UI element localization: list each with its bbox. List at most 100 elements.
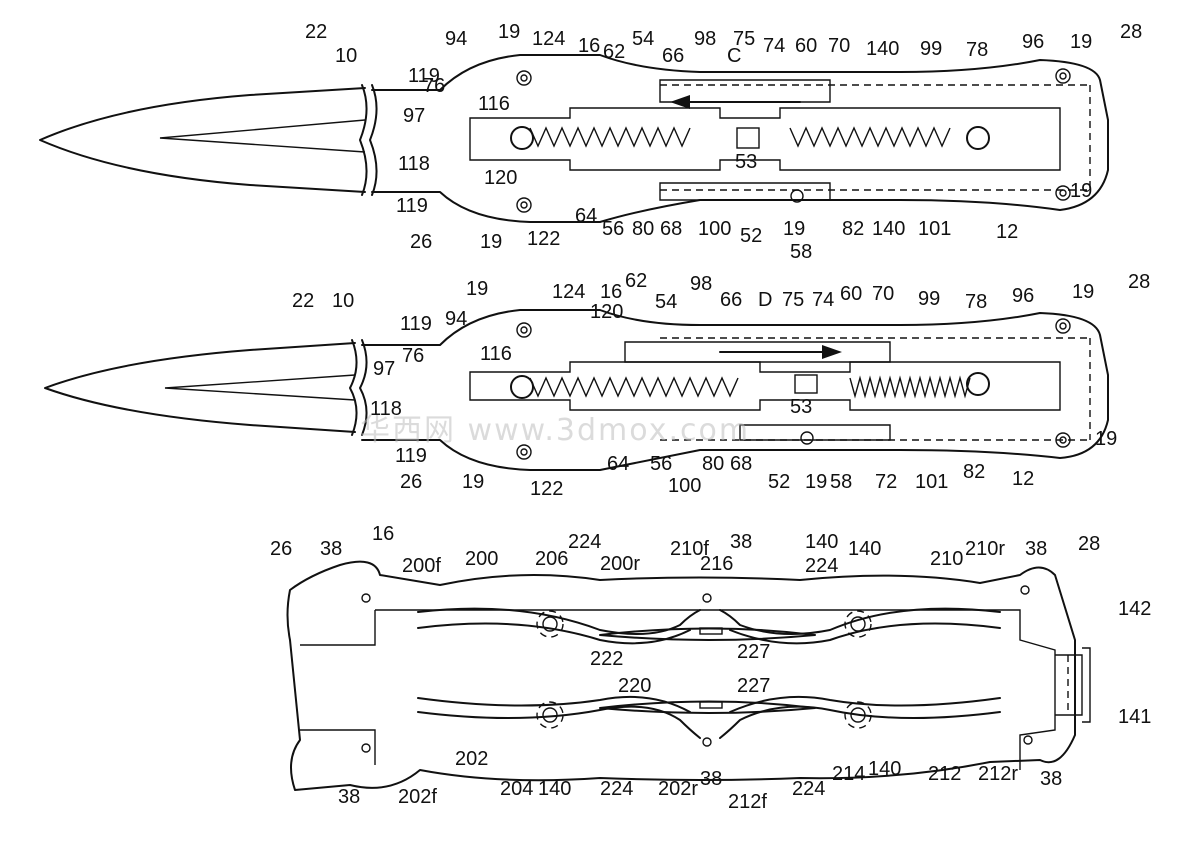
figure3-reference-numeral: 200r	[600, 553, 640, 575]
figure1-reference-numeral: 80	[632, 218, 654, 240]
figure3-reference-numeral: 224	[805, 555, 838, 577]
figure2-reference-numeral: 75	[782, 289, 804, 311]
figure3-reference-numeral: 220	[618, 675, 651, 697]
figure1-reference-numeral: 62	[603, 41, 625, 63]
figure1-reference-numeral: 101	[918, 218, 951, 240]
figure2-reference-numeral: 119	[395, 445, 427, 467]
figure3-reference-numeral: 227	[737, 675, 770, 697]
figure1-reference-numeral: 54	[632, 28, 654, 50]
figure1-reference-numeral: 140	[866, 38, 899, 60]
figure2-reference-numeral: 124	[552, 281, 585, 303]
figure2-reference-numeral: D	[758, 289, 772, 311]
figure3-reference-numeral: 202r	[658, 778, 698, 800]
figure2-reference-numeral: 70	[872, 283, 894, 305]
figure1-reference-numeral: 118	[398, 153, 430, 175]
figure3-reference-numeral: 224	[568, 531, 601, 553]
figure3-reference-numeral: 142	[1118, 598, 1151, 620]
figure1-reference-numeral: 52	[740, 225, 762, 247]
figure1-reference-numeral: 99	[920, 38, 942, 60]
figure2-reference-numeral: 82	[963, 461, 985, 483]
figure3-reference-numeral: 212	[928, 763, 961, 785]
figure-2-knife-extended-view	[44, 309, 1109, 471]
figure1-reference-numeral: 19	[498, 21, 520, 43]
figure3-reference-numeral: 216	[700, 553, 733, 575]
figure-1-knife-top-view	[39, 54, 1109, 223]
figure3-reference-numeral: 212r	[978, 763, 1018, 785]
figure1-reference-numeral: 74	[763, 35, 785, 57]
figure1-reference-numeral: 140	[872, 218, 905, 240]
figure2-reference-numeral: 58	[830, 471, 852, 493]
figure1-reference-numeral: 116	[478, 93, 510, 115]
figure2-reference-numeral: 119	[400, 313, 432, 335]
figure2-reference-numeral: 78	[965, 291, 987, 313]
figure2-reference-numeral: 28	[1128, 271, 1150, 293]
figure3-reference-numeral: 200f	[402, 555, 441, 577]
figure2-reference-numeral: 98	[690, 273, 712, 295]
figure3-reference-numeral: 140	[805, 531, 838, 553]
watermark-text: 华西网 www.3dmox.com	[360, 413, 750, 448]
figure2-reference-numeral: 99	[918, 288, 940, 310]
figure3-reference-numeral: 38	[320, 538, 342, 560]
figure2-reference-numeral: 10	[332, 290, 354, 312]
figure3-reference-numeral: 28	[1078, 533, 1100, 555]
figure1-reference-numeral: 60	[795, 35, 817, 57]
figure3-reference-numeral: 210	[930, 548, 963, 570]
figure1-reference-numeral: 64	[575, 205, 597, 227]
figure2-reference-numeral: 19	[805, 471, 827, 493]
figure1-reference-numeral: 122	[527, 228, 560, 250]
figure1-reference-numeral: 96	[1022, 31, 1044, 53]
figure1-reference-numeral: 58	[790, 241, 812, 263]
figure3-reference-numeral: 214	[832, 763, 865, 785]
figure2-reference-numeral: 94	[445, 308, 467, 330]
figure2-reference-numeral: 76	[402, 345, 424, 367]
figure2-reference-numeral: 100	[668, 475, 701, 497]
figure3-reference-numeral: 141	[1118, 706, 1151, 728]
figure1-reference-numeral: 16	[578, 35, 600, 57]
figure3-reference-numeral: 206	[535, 548, 568, 570]
figure1-reference-numeral: 119	[396, 195, 428, 217]
figure3-reference-numeral: 202f	[398, 786, 437, 808]
figure3-reference-numeral: 227	[737, 641, 770, 663]
figure1-reference-numeral: 19	[1070, 180, 1092, 202]
figure1-reference-numeral: 53	[735, 151, 757, 173]
figure1-reference-numeral: C	[727, 45, 741, 67]
figure1-reference-numeral: 22	[305, 21, 327, 43]
figure1-reference-numeral: 119	[408, 65, 440, 87]
figure3-reference-numeral: 140	[848, 538, 881, 560]
figure2-reference-numeral: 122	[530, 478, 563, 500]
figure3-reference-numeral: 38	[700, 768, 722, 790]
figure3-reference-numeral: 224	[792, 778, 825, 800]
figure1-reference-numeral: 100	[698, 218, 731, 240]
figure3-reference-numeral: 224	[600, 778, 633, 800]
figure2-reference-numeral: 26	[400, 471, 422, 493]
figure3-reference-numeral: 204	[500, 778, 533, 800]
figure2-reference-numeral: 22	[292, 290, 314, 312]
figure3-reference-numeral: 210f	[670, 538, 709, 560]
figure2-reference-numeral: 60	[840, 283, 862, 305]
figure2-reference-numeral: 74	[812, 289, 834, 311]
figure2-reference-numeral: 62	[625, 270, 647, 292]
figure2-reference-numeral: 97	[373, 358, 395, 380]
figure2-reference-numeral: 116	[480, 343, 512, 365]
figure3-reference-numeral: 38	[1040, 768, 1062, 790]
figure2-reference-numeral: 120	[590, 301, 623, 323]
figure2-reference-numeral: 96	[1012, 285, 1034, 307]
figure1-reference-numeral: 97	[403, 105, 425, 127]
figure1-reference-numeral: 70	[828, 35, 850, 57]
figure1-reference-numeral: 78	[966, 39, 988, 61]
figure2-reference-numeral: 16	[600, 281, 622, 303]
figure1-reference-numeral: 56	[602, 218, 624, 240]
figure1-reference-numeral: 82	[842, 218, 864, 240]
figure1-reference-numeral: 12	[996, 221, 1018, 243]
figure2-reference-numeral: 12	[1012, 468, 1034, 490]
figure1-reference-numeral: 19	[783, 218, 805, 240]
figure3-reference-numeral: 38	[1025, 538, 1047, 560]
figure2-reference-numeral: 56	[650, 453, 672, 475]
figure1-reference-numeral: 124	[532, 28, 565, 50]
figure2-reference-numeral: 101	[915, 471, 948, 493]
figure3-reference-numeral: 140	[538, 778, 571, 800]
figure1-reference-numeral: 10	[335, 45, 357, 67]
figure1-reference-numeral: 98	[694, 28, 716, 50]
figure2-reference-numeral: 19	[1072, 281, 1094, 303]
